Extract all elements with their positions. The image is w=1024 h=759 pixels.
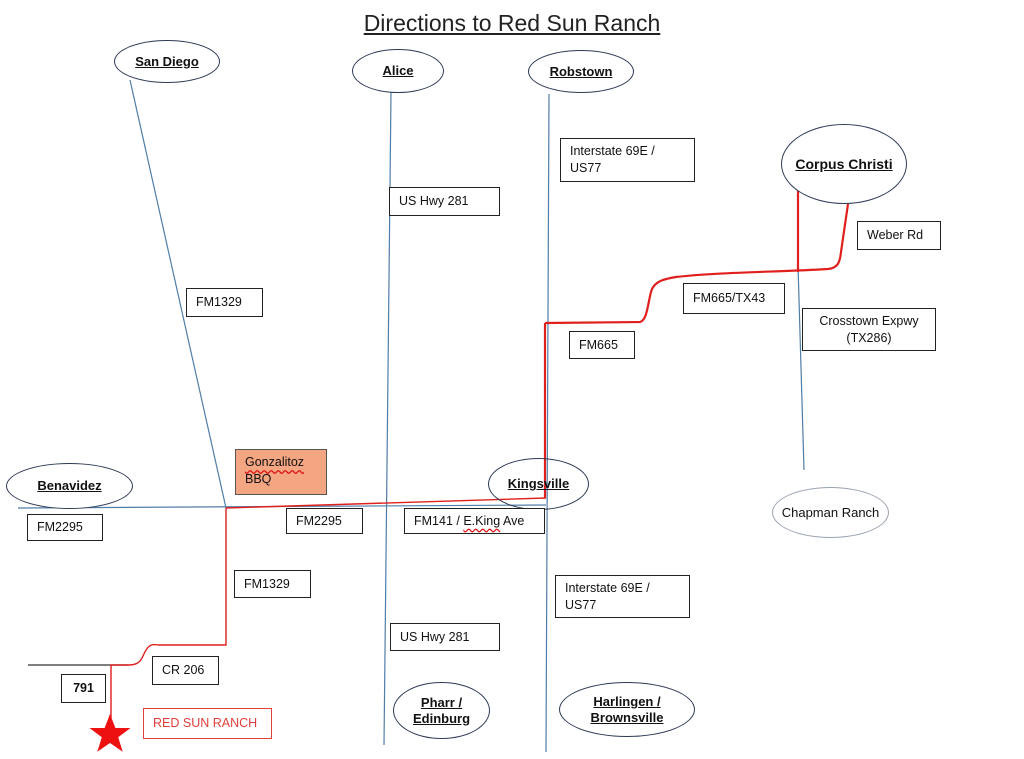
place-pharr-edinburg: Pharr / Edinburg xyxy=(393,682,490,739)
i69-north-line2: US77 xyxy=(570,161,602,175)
road-label-791: 791 xyxy=(61,674,106,703)
crosstown-line2: (TX286) xyxy=(846,330,892,345)
road-label-cr206: CR 206 xyxy=(152,656,219,685)
place-san-diego: San Diego xyxy=(114,40,220,83)
place-alice: Alice xyxy=(352,49,444,93)
route-fm141-segment xyxy=(225,497,547,509)
route-cr206-segment xyxy=(110,643,159,718)
road-label-i69-south: Interstate 69E / US77 xyxy=(555,575,690,618)
place-chapman-ranch: Chapman Ranch xyxy=(772,487,889,538)
fm141-suffix: Ave xyxy=(500,513,525,528)
place-corpus-christi: Corpus Christi xyxy=(781,124,907,204)
road-tx286-line xyxy=(797,264,805,471)
star-icon xyxy=(89,714,131,752)
road-label-fm2295-mid: FM2295 xyxy=(286,508,363,534)
road-label-fm1329-north: FM1329 xyxy=(186,288,263,317)
route-fm1329-segment xyxy=(158,508,227,646)
brownsville-label: Brownsville xyxy=(590,709,664,725)
harlingen-label: Harlingen / xyxy=(593,693,661,709)
crosstown-line1: Crosstown Expwy xyxy=(819,313,919,328)
road-fm1329-line xyxy=(129,79,227,509)
road-label-fm2295-west: FM2295 xyxy=(27,514,103,541)
chapman-ranch-label: Chapman Ranch xyxy=(781,504,880,520)
pharr-label: Pharr / xyxy=(420,694,463,710)
i69-south-line2: US77 xyxy=(565,597,597,612)
destination-label: RED SUN RANCH xyxy=(143,708,272,739)
gonzalitoz-label: Gonzalitoz xyxy=(245,455,305,469)
road-label-i69-north: Interstate 69E / US77 xyxy=(560,138,695,182)
i69-north-line1: Interstate 69E / xyxy=(570,144,655,159)
road-label-weber-rd: Weber Rd xyxy=(857,221,941,250)
poi-gonzalitoz-bbq: Gonzalitoz BBQ xyxy=(235,449,327,495)
place-harlingen-brownsville: Harlingen / Brownsville xyxy=(559,682,695,737)
place-robstown: Robstown xyxy=(528,50,634,93)
road-label-fm665: FM665 xyxy=(569,331,635,359)
place-kingsville: Kingsville xyxy=(488,458,589,510)
road-label-fm665-tx43: FM665/TX43 xyxy=(683,283,785,314)
i69-south-line1: Interstate 69E / xyxy=(565,580,650,595)
road-label-us281-north: US Hwy 281 xyxy=(389,187,500,216)
road-label-fm1329-south: FM1329 xyxy=(234,570,311,598)
route-fm665-segment xyxy=(544,203,850,325)
bbq-label: BBQ xyxy=(245,471,272,486)
road-label-fm141: FM141 / E.King Ave xyxy=(404,508,545,534)
fm141-king: E.King xyxy=(463,513,501,528)
road-label-us281-south: US Hwy 281 xyxy=(390,623,500,651)
place-benavidez: Benavidez xyxy=(6,463,133,509)
fm141-prefix: FM141 / xyxy=(414,513,464,528)
road-i69-line xyxy=(545,93,550,753)
page-title: Directions to Red Sun Ranch xyxy=(363,10,661,36)
edinburg-label: Edinburg xyxy=(412,710,471,726)
road-label-crosstown: Crosstown Expwy (TX286) xyxy=(802,308,936,351)
